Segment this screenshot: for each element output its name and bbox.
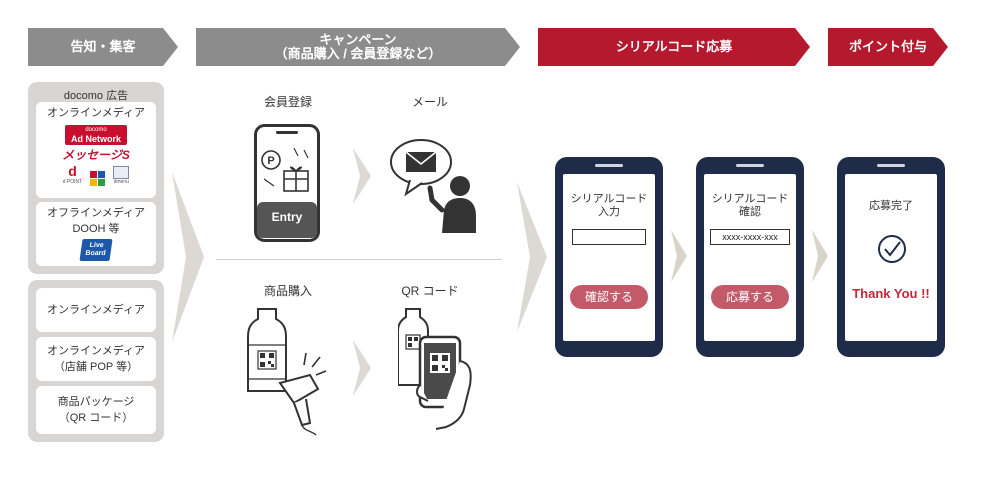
offline-media-label: オフラインメディア [47, 207, 145, 219]
store-pop-card: オンラインメディア （店舗 POP 等） [36, 337, 156, 381]
phone-complete: 応募完了 Thank You !! [837, 157, 945, 357]
messages-logo: メッセージS [62, 148, 130, 162]
apply-button[interactable]: 応募する [711, 285, 789, 309]
online-media-label: オンラインメディア [47, 107, 145, 119]
phone-serial-confirm: シリアルコード 確認 xxxx-xxxx-xxx 応募する [696, 157, 804, 357]
complete-title: 応募完了 [869, 200, 913, 212]
serial-input-title-line1: シリアルコード [570, 193, 648, 205]
chevron-shape [196, 28, 520, 66]
serial-confirm-title-line1: シリアルコード [711, 193, 789, 205]
dmenu-text: dmenu [113, 179, 129, 185]
step-arrow-icon [353, 340, 371, 396]
serial-input-title: シリアルコード 入力 [563, 193, 655, 219]
entry-phone-icon: P [254, 124, 320, 242]
step-arrow-icon [671, 230, 687, 282]
qr-code-label: QR コード [401, 284, 459, 298]
flow-arrow-icon [517, 182, 547, 332]
step-arrow-icon [353, 148, 371, 204]
dpoint-logo: d d POINT [63, 164, 82, 186]
online-media-card-2: オンラインメディア [36, 288, 156, 332]
header-step-serial-label: シリアルコード応募 [615, 39, 733, 54]
dpoint-icon: d [68, 163, 77, 179]
online-media-card: オンラインメディア docomo Ad Network メッセージS d d P… [36, 102, 156, 198]
serial-confirm-title-line2: 確認 [739, 206, 761, 218]
header-step-campaign-sublabel: （商品購入 / 会員登録など） [274, 46, 442, 61]
chevron-shape [828, 28, 948, 66]
ad-network-logo-small: docomo [85, 127, 107, 133]
header-step-points: ポイント付与 [828, 28, 948, 66]
phone-speaker [736, 164, 764, 167]
chevron-shape [28, 28, 178, 66]
product-purchase-label: 商品購入 [263, 284, 312, 298]
online-media-label-2: オンラインメディア [47, 304, 145, 316]
svg-text:P: P [267, 155, 274, 167]
chevron-shape [538, 28, 810, 66]
phone-serial-input: シリアルコード 入力 確認する [555, 157, 663, 357]
offline-media-card: オフラインメディア DOOH 等 Live Board [36, 202, 156, 266]
docomo-ad-panel: docomo 広告 オンラインメディア docomo Ad Network メッ… [28, 82, 164, 274]
store-pop-sublabel: （店舗 POP 等） [53, 361, 139, 373]
store-pop-label: オンラインメディア [47, 345, 145, 357]
check-circle-icon [878, 235, 906, 263]
flow-arrow-icon [172, 172, 204, 342]
mail-person-icon [390, 139, 476, 233]
entry-label: Entry [271, 210, 303, 224]
header-step-campaign: キャンペーン （商品購入 / 会員登録など） [196, 28, 520, 66]
header-step-points-label: ポイント付与 [848, 39, 927, 54]
mail-label: メール [411, 95, 448, 109]
phone-screen: シリアルコード 確認 xxxx-xxxx-xxx 応募する [704, 174, 796, 341]
dmenu-icon [113, 166, 130, 179]
phone-screen: 応募完了 Thank You !! [845, 174, 937, 341]
phone-speaker [595, 164, 623, 167]
product-package-label: 商品パッケージ [57, 396, 135, 408]
liveboard-logo-line1: Live [89, 242, 105, 249]
logo-row: d d POINT dmenu [63, 164, 130, 186]
liveboard-logo-line2: Board [84, 250, 107, 257]
phone-screen: シリアルコード 入力 確認する [563, 174, 655, 341]
product-package-sublabel: （QR コード） [58, 412, 134, 424]
header-step-campaign-label: キャンペーン [319, 32, 397, 47]
other-media-panel: オンラインメディア オンラインメディア （店舗 POP 等） 商品パッケージ （… [28, 280, 164, 442]
ad-network-logo-text: Ad Network [70, 134, 121, 144]
ad-network-logo: docomo Ad Network [65, 125, 127, 145]
header-step-serial: シリアルコード応募 [538, 28, 810, 66]
product-package-card: 商品パッケージ （QR コード） [36, 386, 156, 434]
header-step-announce-label: 告知・集客 [70, 39, 136, 54]
serial-code-input[interactable] [572, 229, 646, 245]
bottle-scanner-icon [247, 308, 327, 436]
app-grid-icon [90, 171, 106, 186]
step-arrow-icon [812, 230, 828, 282]
header-step-announce: 告知・集客 [28, 28, 178, 66]
serial-code-display: xxxx-xxxx-xxx [710, 229, 790, 245]
thank-you-text: Thank You !! [852, 286, 930, 301]
docomo-ad-title: docomo 広告 [63, 90, 129, 102]
phone-speaker [877, 164, 905, 167]
liveboard-logo: Live Board [79, 239, 113, 261]
dmenu-logo: dmenu [113, 166, 130, 186]
dpoint-text: d POINT [62, 179, 83, 185]
campaign-divider [216, 259, 502, 260]
serial-input-title-line2: 入力 [598, 206, 620, 218]
serial-confirm-title: シリアルコード 確認 [704, 193, 796, 219]
dooh-label: DOOH 等 [72, 223, 120, 235]
member-registration-label: 会員登録 [263, 95, 312, 109]
qr-scan-phone-icon [398, 308, 472, 430]
confirm-button[interactable]: 確認する [570, 285, 648, 309]
